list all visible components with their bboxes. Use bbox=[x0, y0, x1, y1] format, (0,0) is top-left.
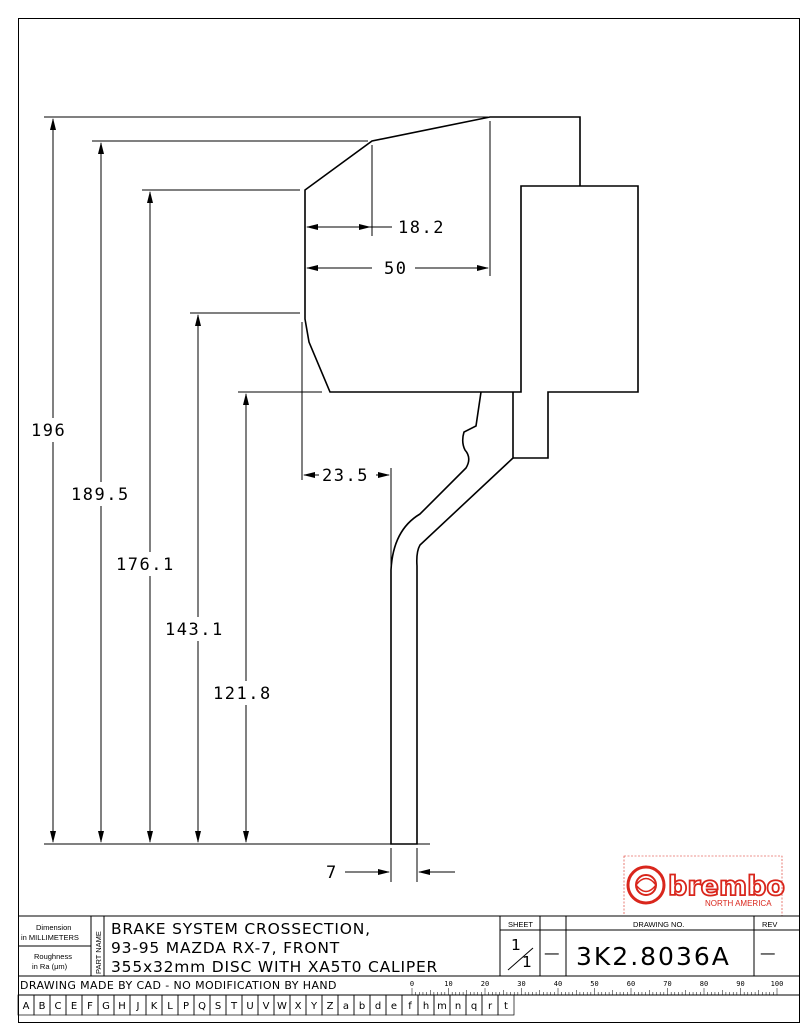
drawing-no-label: DRAWING NO. bbox=[633, 920, 684, 929]
caliper-body-outline bbox=[304, 116, 639, 459]
zone-letter: b bbox=[359, 1001, 365, 1012]
roughness-label: Roughness bbox=[34, 952, 72, 961]
brembo-logo: brembo NORTH AMERICA bbox=[623, 855, 786, 917]
title-line-1: BRAKE SYSTEM CROSSECTION, bbox=[111, 920, 371, 938]
dim-121-8: 121.8 bbox=[213, 684, 272, 704]
rev-label: REV bbox=[762, 920, 777, 929]
dim-23-5: 23.5 bbox=[322, 466, 369, 486]
cad-note: DRAWING MADE BY CAD - NO MODIFICATION BY… bbox=[20, 979, 337, 992]
zone-letter: S bbox=[215, 1001, 221, 1012]
dimension-lines bbox=[44, 116, 491, 882]
zone-letter: F bbox=[87, 1001, 93, 1012]
zone-letter: T bbox=[230, 1001, 238, 1012]
title-line-3: 355x32mm DISC WITH XA5T0 CALIPER bbox=[111, 958, 438, 976]
zone-letter: W bbox=[277, 1001, 287, 1012]
dim-176-1: 176.1 bbox=[116, 555, 175, 575]
zone-letter: X bbox=[295, 1001, 302, 1012]
zone-letter: L bbox=[167, 1001, 173, 1012]
scale-label: 0 bbox=[410, 980, 414, 988]
rev-value: — bbox=[760, 944, 776, 962]
sheet-label: SHEET bbox=[508, 920, 533, 929]
scale-label: 10 bbox=[444, 980, 452, 988]
zone-letter: m bbox=[437, 1001, 447, 1012]
scale-label: 50 bbox=[590, 980, 598, 988]
scale-label: 30 bbox=[517, 980, 525, 988]
dimension-label: Dimension bbox=[36, 923, 71, 932]
scale-bar: 0 10 20 30 40 50 60 70 80 90 100 bbox=[410, 980, 784, 996]
scale-label: 70 bbox=[663, 980, 671, 988]
dim-189-5: 189.5 bbox=[71, 485, 130, 505]
zone-letter: E bbox=[71, 1001, 77, 1012]
dim-196: 196 bbox=[31, 421, 66, 441]
scale-label: 90 bbox=[736, 980, 744, 988]
dim-18-2: 18.2 bbox=[398, 218, 445, 238]
brembo-logo-icon bbox=[626, 865, 666, 905]
zone-letter: t bbox=[504, 1001, 508, 1012]
zone-letter: H bbox=[118, 1001, 126, 1012]
disc-outline bbox=[390, 391, 514, 845]
scale-label: 100 bbox=[771, 980, 784, 988]
zone-letter: B bbox=[39, 1001, 46, 1012]
brand-subtitle: NORTH AMERICA bbox=[705, 899, 772, 908]
dim-7: 7 bbox=[326, 863, 338, 883]
zone-letter: f bbox=[408, 1001, 412, 1012]
zone-letter: n bbox=[455, 1001, 461, 1012]
logo-box bbox=[623, 855, 783, 917]
dimension-units-label: in MILLIMETERS bbox=[21, 933, 79, 942]
zone-letter: K bbox=[151, 1001, 158, 1012]
zone-letter: h bbox=[423, 1001, 429, 1012]
zone-letter: Y bbox=[310, 1001, 318, 1012]
brand-name: brembo bbox=[668, 871, 785, 902]
zone-letter: P bbox=[183, 1001, 189, 1012]
title-line-2: 93-95 MAZDA RX-7, FRONT bbox=[111, 939, 340, 957]
zone-letter: A bbox=[23, 1001, 30, 1012]
zone-letter: C bbox=[55, 1001, 62, 1012]
scale-label: 60 bbox=[627, 980, 635, 988]
zone-letter: Z bbox=[327, 1001, 334, 1012]
dim-143-1: 143.1 bbox=[165, 620, 224, 640]
zone-letter: d bbox=[375, 1001, 381, 1012]
roughness-units-label: in Ra (μm) bbox=[32, 962, 68, 971]
zone-letter: V bbox=[263, 1001, 270, 1012]
drawing-number: 3K2.8036A bbox=[576, 942, 731, 971]
zone-cell bbox=[497, 994, 515, 1016]
dimension-arrowheads bbox=[50, 118, 489, 875]
sheet-total: 1 bbox=[522, 953, 533, 971]
caliper-disc-outline bbox=[304, 116, 639, 845]
zone-letter: Q bbox=[198, 1001, 206, 1012]
scale-label: 20 bbox=[481, 980, 489, 988]
zone-letter: U bbox=[246, 1001, 253, 1012]
zone-letter: q bbox=[471, 1001, 477, 1012]
zone-letter: J bbox=[136, 1001, 140, 1012]
zone-letter: a bbox=[343, 1001, 349, 1012]
scale-label: 80 bbox=[700, 980, 708, 988]
sheet-number: 1 bbox=[511, 936, 522, 954]
sheet-dash: — bbox=[544, 944, 560, 962]
zone-letter: r bbox=[488, 1001, 493, 1012]
dim-50: 50 bbox=[384, 259, 407, 279]
part-name-label: PART NAME bbox=[94, 931, 103, 974]
zone-letter: e bbox=[391, 1001, 397, 1012]
zone-letter: G bbox=[102, 1001, 110, 1012]
scale-label: 40 bbox=[554, 980, 562, 988]
